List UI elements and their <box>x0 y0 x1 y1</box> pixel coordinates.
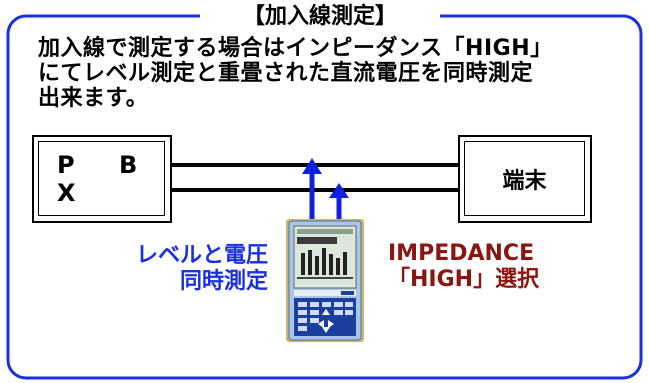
description-line: 加入線で測定する場合はインピーダンス「HIGH」 <box>38 36 553 61</box>
description: 加入線で測定する場合はインピーダンス「HIGH」 にてレベル測定と重畳された直流… <box>38 36 638 111</box>
diagram-title: 【加入線測定】 <box>200 2 440 32</box>
caption-right-line: IMPEDANCE <box>388 241 535 266</box>
description-line: にてレベル測定と重畳された直流電圧を同時測定 <box>38 61 534 86</box>
caption-right-line: 「HIGH」選択 <box>388 267 540 292</box>
caption-level-voltage: レベルと電圧 同時測定 <box>118 243 268 295</box>
description-line: 出来ます。 <box>38 86 149 111</box>
terminal-box: 端末 <box>458 135 592 223</box>
arrow-head-bottom-icon <box>329 183 349 198</box>
pbx-label: P B X <box>57 150 156 207</box>
meter-device-icon <box>286 219 364 342</box>
caption-left-line: 同時測定 <box>179 269 268 294</box>
pbx-box: P B X <box>32 135 172 223</box>
terminal-label: 端末 <box>502 168 547 194</box>
arrow-head-top-icon <box>302 158 322 174</box>
caption-impedance: IMPEDANCE 「HIGH」選択 <box>388 241 588 293</box>
caption-left-line: レベルと電圧 <box>135 243 268 268</box>
pbx-box-inner: P B X <box>38 141 165 216</box>
terminal-box-inner: 端末 <box>464 141 585 216</box>
